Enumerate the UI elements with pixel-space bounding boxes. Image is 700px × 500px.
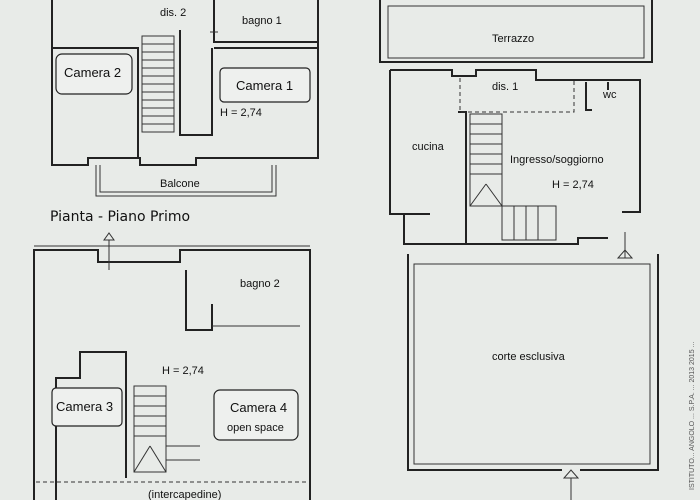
- label-camera4: Camera 4: [230, 400, 287, 415]
- camera2-box: [55, 53, 133, 95]
- label-bagno1: bagno 1: [242, 15, 282, 27]
- label-wc: wc: [602, 89, 617, 101]
- label-soggiorno: Ingresso/soggiorno: [510, 154, 604, 166]
- label-bagno2: bagno 2: [240, 278, 280, 290]
- label-cucina: cucina: [412, 141, 445, 153]
- stair-steps-lower: [133, 395, 200, 473]
- upper-floor-plan: dis. 2 bagno 1 Camera 2 Camera 1 H = 2,7…: [50, 0, 319, 225]
- camera3-box: [51, 387, 123, 427]
- camera1-box: [219, 67, 311, 103]
- label-camera4-sub: open space: [227, 422, 284, 434]
- label-height-ground: H = 2,74: [552, 179, 594, 191]
- stair-steps-upper: [142, 43, 174, 125]
- label-height-top: H = 2,74: [220, 107, 262, 119]
- label-camera3: Camera 3: [56, 399, 113, 414]
- label-terrazzo: Terrazzo: [492, 33, 534, 45]
- entry-arrow-icon: [103, 232, 115, 270]
- label-height-bottom: H = 2,74: [162, 365, 204, 377]
- label-camera2: Camera 2: [64, 65, 121, 80]
- stair-steps-ground: [469, 123, 557, 241]
- label-intermediate: (intercapedine): [148, 489, 221, 500]
- label-balcone: Balcone: [160, 178, 200, 190]
- camera4-box: [213, 389, 299, 441]
- gate-arrow-icon: [562, 469, 580, 500]
- label-dis2: dis. 2: [160, 7, 186, 19]
- entrance-arrow-icon: [616, 232, 634, 259]
- ground-floor-plan: Terrazzo: [379, 0, 659, 500]
- plan-title: Pianta - Piano Primo: [50, 209, 190, 225]
- label-dis1: dis. 1: [492, 81, 518, 93]
- label-camera1: Camera 1: [236, 78, 293, 93]
- label-corte: corte esclusiva: [492, 351, 566, 363]
- lower-left-plan: bagno 2 H = 2,74 Camera 3 Camera 4 open …: [33, 232, 311, 500]
- side-note: ISTITUTO... ANGOLO ... S.P.A. ... 2013 2…: [689, 342, 696, 490]
